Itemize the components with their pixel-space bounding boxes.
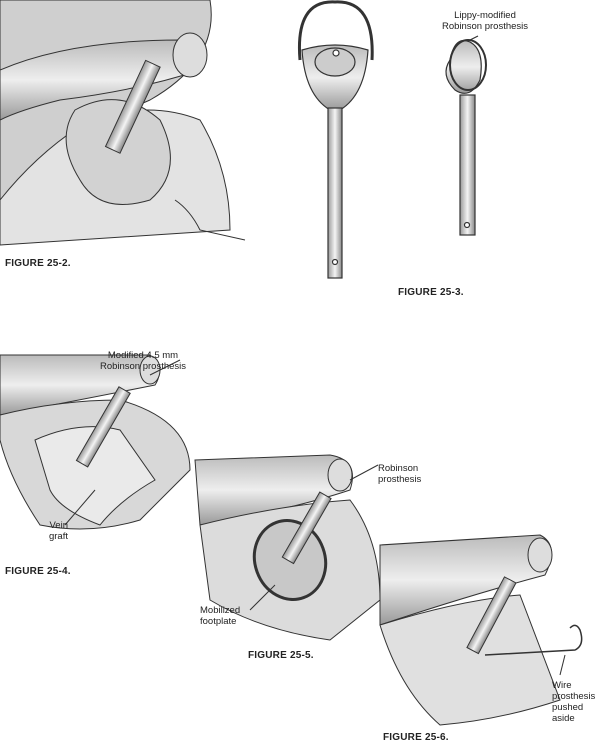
label-line: Vein [49,520,69,531]
label-line: Mobilized [200,605,241,616]
callout-label: Mobilized footplate [200,605,240,627]
figure-25-6-illustration [379,534,583,726]
label-line: graft [48,531,68,542]
figure-25-5-illustration [194,454,381,641]
label-line: Wire [552,680,572,691]
figure-25-4-illustration [0,354,191,530]
figure-25-3-illustration [297,0,487,279]
callout-label: Robinson prosthesis [378,463,421,485]
label-line: Robinson [378,463,419,474]
label-line: prosthesis [378,474,422,485]
callout-label: Vein graft [40,520,68,542]
figure-caption: FIGURE 25-4. [5,566,71,577]
label-line: Lippy-modified [454,10,516,21]
callout-label: Modified 4.5 mm Robinson prosthesis [88,350,198,372]
label-line: prosthesis [552,691,596,702]
label-line: Modified 4.5 mm [107,350,179,361]
label-line: pushed [552,702,584,713]
label-line: Robinson prosthesis [99,361,187,372]
callout-label: Lippy-modified Robinson prosthesis [435,10,535,32]
label-line: footplate [200,616,237,627]
figure-25-2-illustration [0,0,246,246]
label-line: Robinson prosthesis [441,21,529,32]
label-line: aside [552,713,575,724]
figure-caption: FIGURE 25-3. [398,287,464,298]
figure-caption: FIGURE 25-2. [5,258,71,269]
figure-caption: FIGURE 25-5. [248,650,314,661]
figure-caption: FIGURE 25-6. [383,732,449,743]
callout-label: Wire prosthesis pushed aside [552,680,595,724]
